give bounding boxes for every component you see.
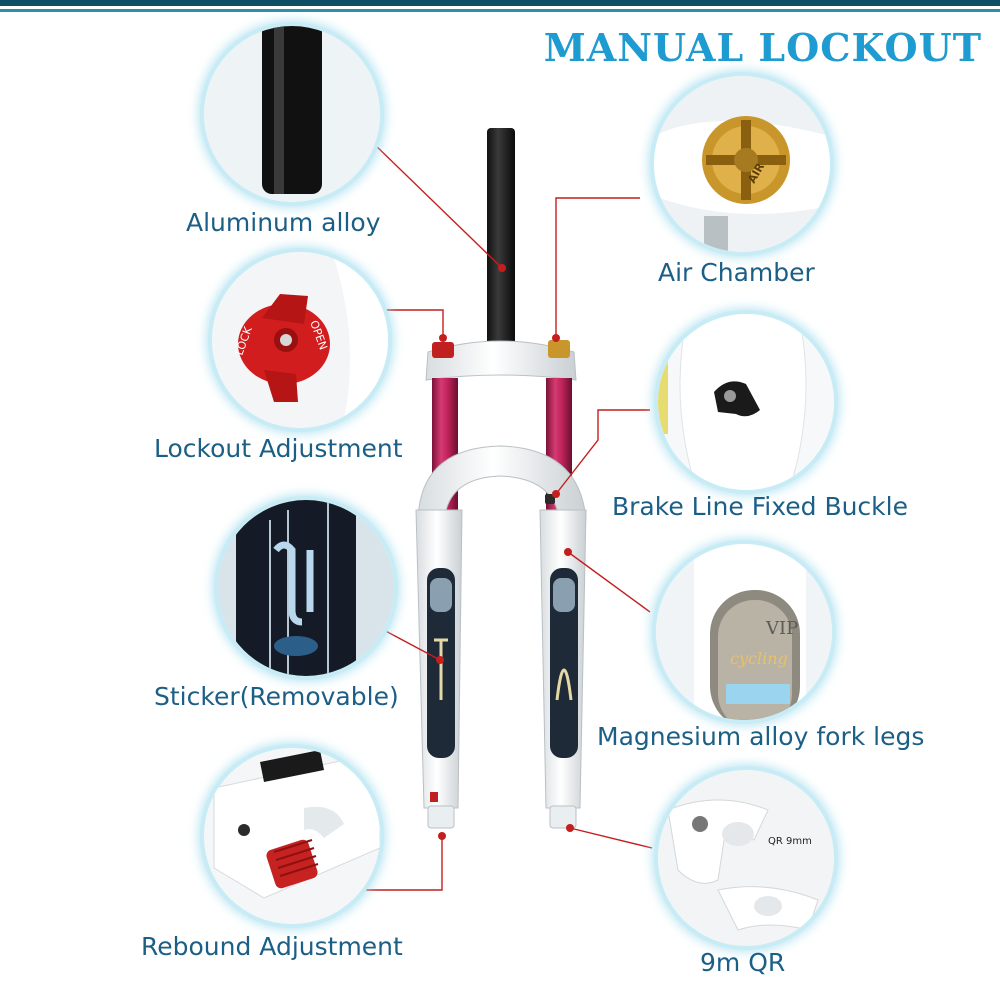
fork-arch <box>417 445 587 525</box>
leader-magnesium <box>567 551 651 613</box>
label-air-chamber: Air Chamber <box>658 258 815 287</box>
leader-qr <box>569 827 653 849</box>
leader-brake <box>555 409 650 495</box>
detail-magnesium-legs: VIP cycling <box>656 544 832 720</box>
right-dropout <box>549 805 577 829</box>
leader-dot-qr <box>566 824 574 832</box>
top-stripe-light <box>0 9 1000 12</box>
label-magnesium-legs: Magnesium alloy fork legs <box>597 722 925 751</box>
leader-aluminum <box>369 139 503 269</box>
detail-lockout-adjustment: LOCK OPEN <box>212 252 388 428</box>
left-stanchion <box>432 378 458 518</box>
leader-dot-magnesium <box>564 548 572 556</box>
detail-sticker <box>218 500 394 676</box>
leader-dot-lockout <box>439 334 447 342</box>
label-brake-buckle: Brake Line Fixed Buckle <box>612 492 908 521</box>
label-sticker: Sticker(Removable) <box>154 682 399 711</box>
steerer-tube <box>487 128 515 350</box>
sticker-brand-text: VIP <box>765 618 798 639</box>
sticker-sub-text: cycling <box>730 649 788 668</box>
label-rebound-adjustment: Rebound Adjustment <box>141 932 403 961</box>
left-sticker <box>427 568 455 758</box>
leader-dot-aluminum <box>498 264 506 272</box>
detail-rebound-adjustment <box>204 748 380 924</box>
left-lower-leg <box>415 509 463 809</box>
detail-brake-buckle <box>658 314 834 490</box>
label-aluminum-alloy: Aluminum alloy <box>186 208 381 237</box>
label-9m-qr: 9m QR <box>700 948 786 977</box>
rebound-knob-mark <box>430 792 438 802</box>
left-dropout <box>427 805 455 829</box>
leader-lockout <box>380 309 444 338</box>
leader-dot-air <box>552 334 560 342</box>
detail-9m-qr: QR 9mm <box>658 770 834 946</box>
qr-spec-text: QR 9mm <box>768 836 812 847</box>
detail-aluminum-alloy <box>204 26 380 202</box>
page-title: MANUAL LOCKOUT <box>543 25 982 70</box>
detail-air-chamber: AIR <box>654 76 830 252</box>
fork-crown <box>425 340 577 381</box>
air-cap <box>548 340 570 358</box>
top-stripe-dark <box>0 0 1000 6</box>
leader-air <box>555 197 640 338</box>
leader-dot-brake <box>552 490 560 498</box>
label-lockout-adjustment: Lockout Adjustment <box>154 434 403 463</box>
leader-dot-sticker <box>436 656 444 664</box>
brake-buckle-mark <box>545 494 555 504</box>
right-sticker <box>550 568 578 758</box>
right-stanchion <box>546 378 572 518</box>
lockout-cap <box>432 342 454 358</box>
right-lower-leg <box>539 509 587 809</box>
leader-dot-rebound <box>438 832 446 840</box>
